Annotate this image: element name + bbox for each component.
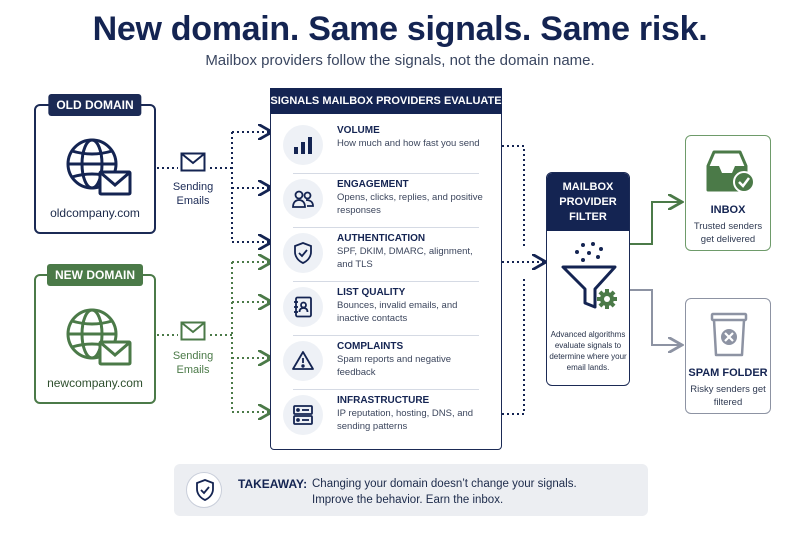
signal-desc: IP reputation, hosting, DNS, and sending… [337,408,474,432]
signal-engagement: ENGAGEMENT Opens, clicks, replies, and p… [281,173,491,228]
old-domain-box: OLD DOMAIN oldcompany.com [34,94,156,234]
mailbox-provider-filter: MAILBOX PROVIDER FILTER Advanced algorit… [546,172,630,386]
users-icon [292,190,314,208]
signal-list-quality: LIST QUALITY Bounces, invalid emails, an… [281,281,491,336]
signal-desc: How much and how fast you send [337,138,480,149]
signal-desc: Spam reports and negative feedback [337,354,452,378]
takeaway-banner: TAKEAWAY: Changing your domain doesn’t c… [174,464,648,516]
filter-to-inbox-arrow [630,202,680,245]
old-domain-url: oldcompany.com [50,206,140,220]
signals-panel: SIGNALS MAILBOX PROVIDERS EVALUATE VOLUM… [270,88,502,450]
server-icon [293,405,313,425]
inbox-box: INBOX Trusted senders get delivered [685,135,771,251]
takeaway-line-2: Improve the behavior. Earn the inbox. [312,494,504,506]
signal-title: COMPLAINTS [337,341,404,352]
inbox-description: Trusted senders get delivered [693,221,763,245]
signal-title: INFRASTRUCTURE [337,395,430,406]
takeaway-line-1: Changing your domain doesn’t change your… [312,478,577,490]
new-domain-tag: NEW DOMAIN [47,264,143,286]
signal-desc: Opens, clicks, replies, and positive res… [337,192,483,216]
signal-desc: Bounces, invalid emails, and inactive co… [337,300,458,324]
new-sending-emails: Sending Emails [163,321,223,377]
takeaway-text: Changing your domain doesn’t change your… [312,476,577,508]
old-sending-label: Sending Emails [172,181,214,207]
envelope-icon [180,152,206,172]
inbox-label: INBOX [710,204,746,216]
takeaway-label: TAKEAWAY: [238,477,308,491]
page-title: New domain. Same signals. Same risk. [92,10,708,48]
shield-check-icon [196,479,214,501]
globe-envelope-icon [66,308,132,366]
signals-to-filter-connectors [502,145,544,415]
signal-title: VOLUME [337,125,380,136]
new-sending-label: Sending Emails [172,350,214,376]
contact-book-icon [294,296,312,318]
shield-check-icon [294,242,312,264]
new-domain-box: NEW DOMAIN newcompany.com [34,264,156,404]
filter-to-spam-arrow [630,289,680,345]
spam-folder-box: SPAM FOLDER Risky senders get filtered [685,298,771,414]
old-domain-tag: OLD DOMAIN [48,94,142,116]
bar-chart-icon [294,137,312,154]
globe-envelope-icon [66,138,132,196]
signal-infrastructure: INFRASTRUCTURE IP reputation, hosting, D… [281,389,491,443]
signals-panel-header: SIGNALS MAILBOX PROVIDERS EVALUATE [270,88,502,114]
new-domain-url: newcompany.com [47,376,143,390]
warning-icon [292,351,314,370]
spam-label: SPAM FOLDER [688,367,768,379]
filter-description: Advanced algorithms evaluate signals to … [549,330,627,372]
envelope-icon [180,321,206,341]
spam-description: Risky senders get filtered [690,384,766,408]
old-sending-emails: Sending Emails [163,152,223,208]
signal-volume: VOLUME How much and how fast you send [281,119,491,174]
funnel-gear-icon [561,242,617,309]
page-subtitle: Mailbox providers follow the signals, no… [205,52,595,69]
signal-complaints: COMPLAINTS Spam reports and negative fee… [281,335,491,390]
signal-desc: SPF, DKIM, DMARC, alignment, and TLS [337,246,473,270]
filter-title: MAILBOX PROVIDER FILTER [547,173,629,231]
trash-x-icon [710,312,748,357]
signal-authentication: AUTHENTICATION SPF, DKIM, DMARC, alignme… [281,227,491,282]
inbox-check-icon [706,150,754,193]
signal-title: ENGAGEMENT [337,179,409,190]
signal-title: AUTHENTICATION [337,233,426,244]
signal-title: LIST QUALITY [337,287,406,298]
